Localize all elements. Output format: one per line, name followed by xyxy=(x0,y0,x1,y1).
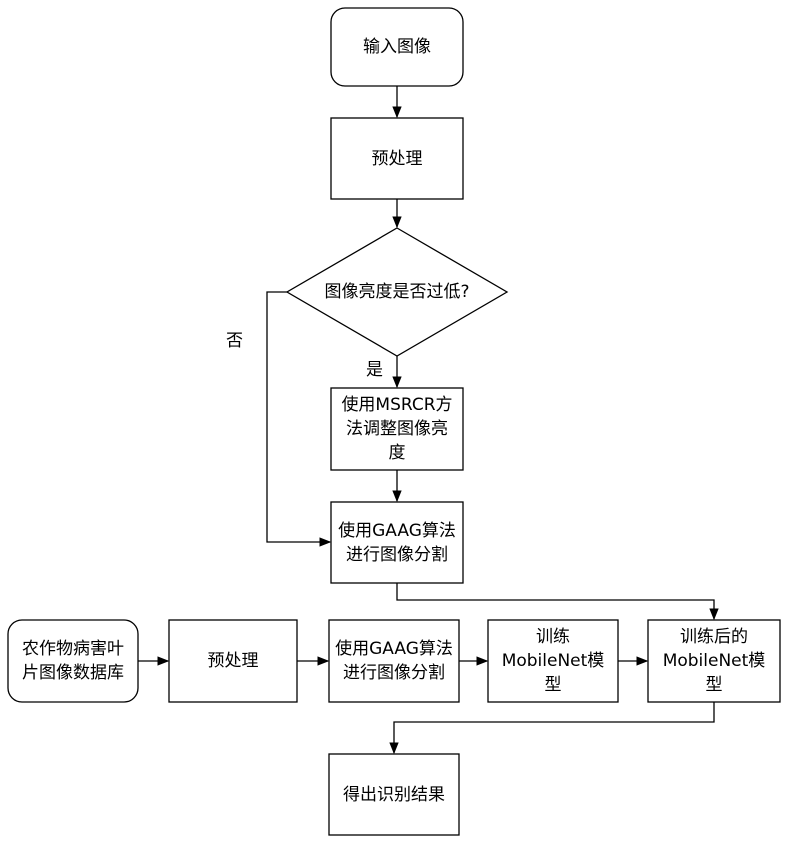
database-node-label: 农作物病害叶 片图像数据库 xyxy=(8,620,138,702)
result-node-label: 得出识别结果 xyxy=(329,754,459,835)
bottom-gaag-node-label: 使用GAAG算法 进行图像分割 xyxy=(329,620,459,702)
preprocess-node-label: 预处理 xyxy=(331,118,463,199)
train-node-label: 训练 MobileNet模 型 xyxy=(488,620,618,702)
decision-no-label: 否 xyxy=(226,326,243,351)
arrow-decision-no xyxy=(267,292,330,542)
msrcr-node-label: 使用MSRCR方 法调整图像亮 度 xyxy=(331,388,463,470)
trained-node-label: 训练后的 MobileNet模 型 xyxy=(648,620,780,702)
gaag-node-label: 使用GAAG算法 进行图像分割 xyxy=(331,502,463,583)
decision-yes-label: 是 xyxy=(366,355,383,380)
bottom-preprocess-node-label: 预处理 xyxy=(169,620,297,702)
decision-node-label: 图像亮度是否过低? xyxy=(297,276,497,308)
arrow-trained-to-result xyxy=(394,702,714,753)
arrow-gaag-to-trained xyxy=(397,583,714,619)
start-node-label: 输入图像 xyxy=(331,8,463,86)
